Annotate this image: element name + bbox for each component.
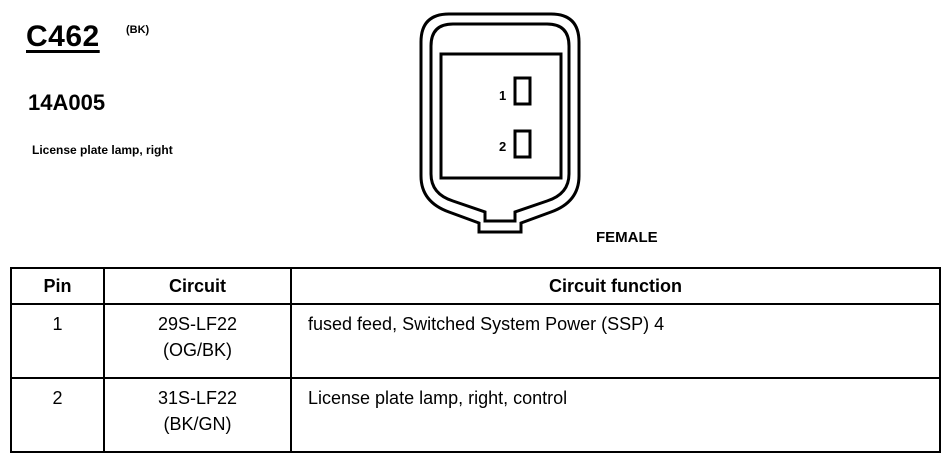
circuit-cell: 31S-LF22 (BK/GN) <box>103 377 292 453</box>
table-row: 1 29S-LF22 (OG/BK) fused feed, Switched … <box>10 303 941 379</box>
table-header-row: Pin Circuit Circuit function <box>10 267 941 305</box>
connector-face <box>439 52 563 180</box>
pin-number: 1 <box>10 303 105 379</box>
header-pin: Pin <box>10 267 105 305</box>
pin-cavity-2 <box>513 129 532 159</box>
header-circuit-function: Circuit function <box>290 267 941 305</box>
pin-cavity-1 <box>513 76 532 106</box>
circuit-number: 29S-LF22 <box>157 314 238 334</box>
connector-gender: FEMALE <box>596 229 658 246</box>
circuit-number: 31S-LF22 <box>157 388 238 408</box>
pin-number: 2 <box>10 377 105 453</box>
part-number: 14A005 <box>28 90 106 115</box>
header-circuit: Circuit <box>103 267 292 305</box>
circuit-function: License plate lamp, right, control <box>290 377 941 453</box>
pinout-table: Pin Circuit Circuit function 1 29S-LF22 … <box>10 267 941 453</box>
circuit-cell: 29S-LF22 (OG/BK) <box>103 303 292 379</box>
connector-id: C462 <box>26 20 100 53</box>
connector-face-diagram: 1 2 <box>419 12 581 234</box>
circuit-function: fused feed, Switched System Power (SSP) … <box>290 303 941 379</box>
pin-label-2: 2 <box>499 139 506 154</box>
table-row: 2 31S-LF22 (BK/GN) License plate lamp, r… <box>10 377 941 453</box>
wire-color: (BK/GN) <box>163 414 232 434</box>
connector-inner-outline <box>429 22 571 223</box>
color-code: (BK) <box>126 24 150 36</box>
connector-description: License plate lamp, right <box>32 143 173 157</box>
wire-color: (OG/BK) <box>162 340 232 360</box>
pin-label-1: 1 <box>499 88 506 103</box>
connector-housing-outline <box>419 12 581 234</box>
